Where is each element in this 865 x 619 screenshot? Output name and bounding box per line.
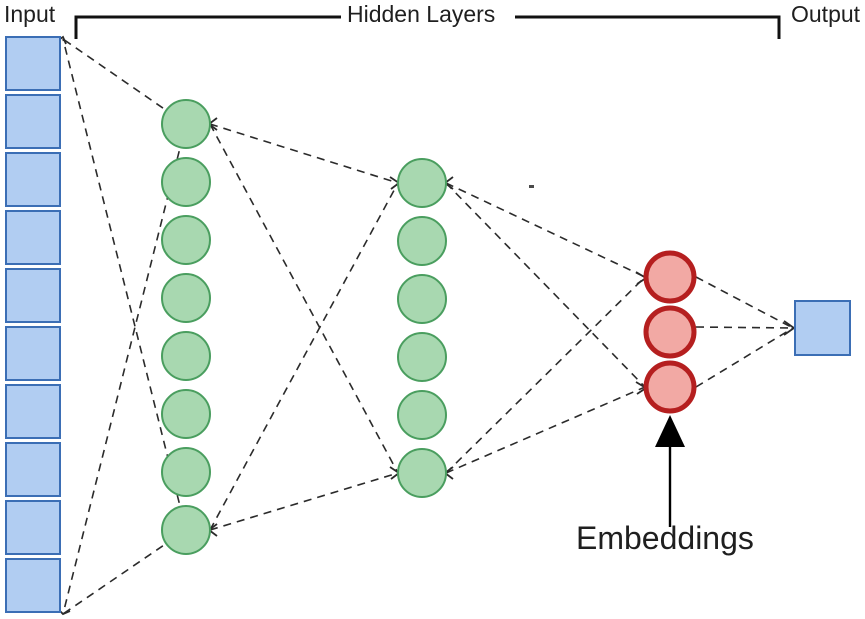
hidden-layers-label: Hidden Layers [347,1,496,27]
connection-line [62,529,187,615]
connection-line [62,38,187,125]
input-block[interactable] [5,268,61,323]
hidden-node[interactable] [397,274,447,324]
hidden-node[interactable] [161,215,211,265]
connection-line [209,472,399,531]
hidden-node[interactable] [161,447,211,497]
embedding-node[interactable] [643,360,697,414]
connection-line [62,123,187,615]
connection-line [62,38,187,531]
hidden-node[interactable] [161,389,211,439]
connections-input-to-hidden1 [62,38,187,615]
embeddings-callout-arrow [655,415,685,527]
hidden-node[interactable] [161,331,211,381]
input-block[interactable] [5,384,61,439]
input-layer [5,36,61,613]
connections-embeddings-to-output [695,276,794,388]
stray-dash-artifact [529,185,534,188]
input-block[interactable] [5,152,61,207]
hidden-layers-bracket [74,15,781,39]
hidden-layer-1 [161,99,211,555]
connection-line [445,386,646,474]
connection-line [209,182,399,531]
embedding-node[interactable] [643,250,697,304]
hidden-node[interactable] [397,216,447,266]
connection-line [445,182,646,388]
hidden-node[interactable] [161,157,211,207]
hidden-node[interactable] [161,273,211,323]
embedding-layer [643,250,697,414]
connections-hidden1-to-hidden2 [209,123,399,531]
embedding-node[interactable] [643,305,697,359]
hidden-layer-2 [397,158,447,498]
input-block[interactable] [5,500,61,555]
connection-line [209,123,399,184]
input-block[interactable] [5,326,61,381]
connection-line [695,276,794,329]
arrowheads-hidden2-to-embeddings [443,176,648,480]
output-label: Output [791,1,861,27]
input-block[interactable] [5,442,61,497]
connection-line [445,276,646,474]
input-block[interactable] [5,210,61,265]
hidden-node[interactable] [161,99,211,149]
hidden-node[interactable] [397,448,447,498]
hidden-node[interactable] [161,505,211,555]
input-block[interactable] [5,36,61,91]
hidden-node[interactable] [397,332,447,382]
connection-line [695,326,794,329]
arrowheads-hidden1-to-hidden2 [207,117,401,537]
connection-line [209,123,399,474]
connection-line [445,182,646,278]
hidden-node[interactable] [397,158,447,208]
embeddings-label: Embeddings [576,520,754,556]
output-block[interactable] [794,300,851,356]
hidden-node[interactable] [397,390,447,440]
output-layer [794,300,851,356]
input-label: Input [4,1,56,27]
input-block[interactable] [5,94,61,149]
connection-line [695,327,794,388]
input-block[interactable] [5,558,61,613]
connections-hidden2-to-embeddings [445,182,646,474]
